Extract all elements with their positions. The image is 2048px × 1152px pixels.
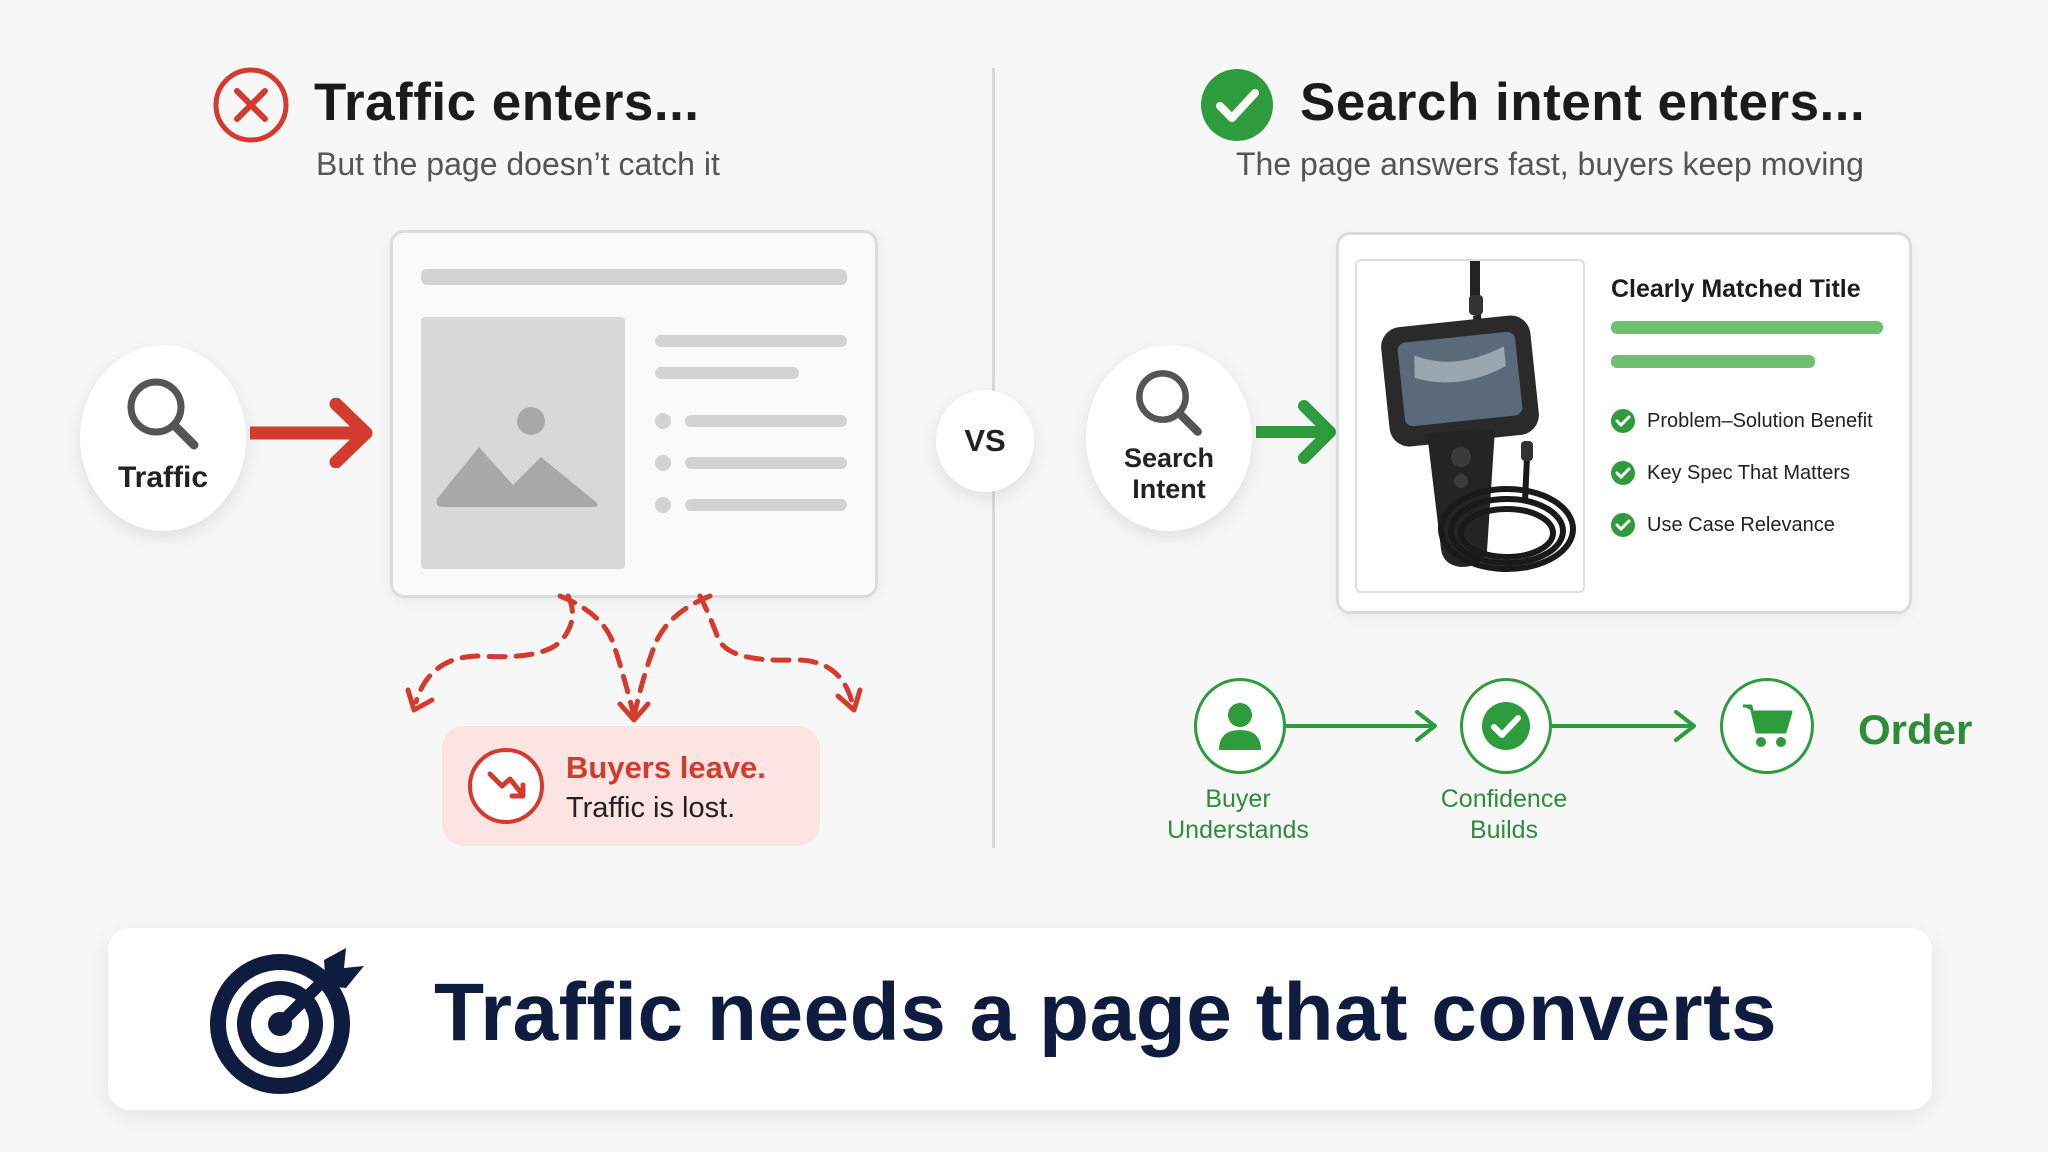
subtitle-highlight-bar [1611, 355, 1815, 368]
right-subtitle: The page answers fast, buyers keep movin… [1236, 146, 1864, 182]
search-icon [127, 378, 199, 450]
green-arrow [1256, 400, 1336, 464]
leaving-arrows [405, 593, 863, 723]
traffic-lost-text: Traffic is lost. [566, 792, 736, 824]
success-icon [1200, 68, 1274, 142]
search-intent-label-1: Search [1123, 443, 1215, 473]
step-confidence-builds [1460, 678, 1552, 774]
search-intent-label-2: Intent [1132, 474, 1206, 504]
step-buyer-understands [1194, 678, 1286, 774]
feature-label: Problem–Solution Benefit [1647, 409, 1873, 432]
text-line [655, 367, 799, 379]
product-title: Clearly Matched Title [1611, 275, 1861, 303]
footer-text: Traffic needs a page that converts [434, 967, 1778, 1058]
page-title-bar [421, 269, 847, 285]
cart-icon [1743, 704, 1793, 747]
right-title: Search intent enters... [1300, 73, 1866, 132]
left-subtitle: But the page doesn’t catch it [316, 146, 720, 182]
red-arrow [250, 398, 373, 468]
flow-arrow [1550, 710, 1696, 742]
title-highlight-bar [1611, 321, 1883, 334]
feature-item: Key Spec That Matters [1611, 461, 1850, 485]
buyers-leave-title: Buyers leave. [566, 750, 766, 785]
target-arrow-icon [206, 944, 366, 1094]
vs-label: VS [964, 423, 1006, 458]
step-order [1720, 678, 1814, 774]
feature-label: Key Spec That Matters [1647, 461, 1851, 484]
product-page-card: Clearly Matched Title Problem–Solution B… [1336, 232, 1912, 614]
bullet-line [685, 499, 847, 511]
check-icon [1611, 461, 1635, 485]
bullet-dot [655, 455, 671, 471]
fail-icon [212, 66, 290, 144]
check-icon [1482, 702, 1530, 750]
order-label: Order [1858, 706, 1973, 753]
text-line [655, 335, 847, 347]
search-icon [1136, 370, 1202, 436]
bullet-line [685, 457, 847, 469]
feature-item: Use Case Relevance [1611, 513, 1835, 537]
traffic-label: Traffic [117, 461, 209, 494]
feature-label: Use Case Relevance [1647, 513, 1835, 536]
borescope-product-image [1381, 261, 1576, 572]
vs-badge: VS [936, 390, 1034, 492]
check-icon [1611, 409, 1635, 433]
bullet-dot [655, 497, 671, 513]
image-placeholder [421, 317, 625, 569]
traffic-node: Traffic [80, 345, 246, 531]
generic-page-card [390, 230, 878, 598]
trend-down-icon [466, 746, 546, 826]
left-title: Traffic enters... [314, 73, 700, 132]
check-icon [1611, 513, 1635, 537]
bullet-line [685, 415, 847, 427]
feature-item: Problem–Solution Benefit [1611, 409, 1873, 433]
product-image-frame [1355, 259, 1585, 593]
search-intent-node: Search Intent [1086, 345, 1252, 531]
person-icon [1219, 703, 1261, 750]
flow-arrow [1283, 710, 1437, 742]
bullet-dot [655, 413, 671, 429]
footer-banner [108, 928, 1932, 1110]
image-placeholder-icon [436, 407, 598, 507]
